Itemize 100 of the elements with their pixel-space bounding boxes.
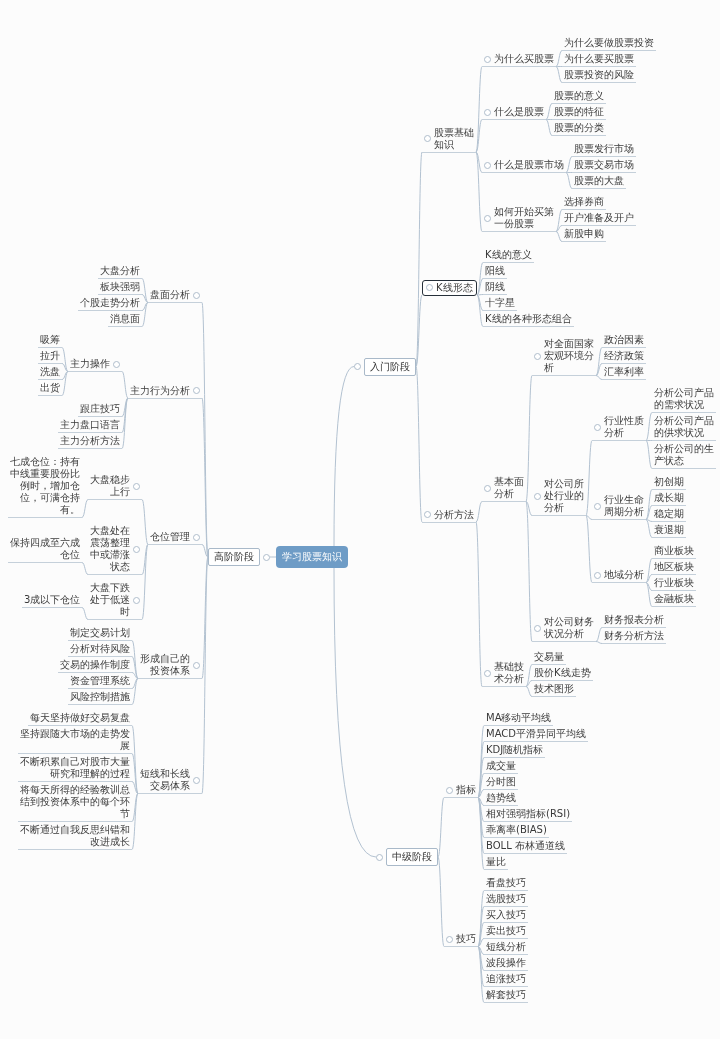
topic-label: 主力盘口语言 — [60, 419, 120, 431]
topic-label: 追涨技巧 — [486, 973, 526, 985]
connector-line — [131, 672, 139, 679]
connector-line — [475, 151, 483, 173]
connector-line — [645, 582, 653, 607]
topic-label: 仓位管理 — [150, 531, 190, 543]
topic-label: 分析对待风险 — [70, 643, 130, 655]
topic-label: 阴线 — [485, 281, 505, 293]
connector-line — [269, 556, 277, 558]
topic-label: K线形态 — [436, 281, 473, 294]
topic-label: 稳定期 — [654, 508, 684, 520]
topic-label: 消息面 — [110, 313, 140, 325]
topic-label: 大盘分析 — [100, 265, 140, 277]
connector-line — [141, 302, 149, 327]
connector-line — [645, 440, 653, 469]
topic-label: 大盘下跌处于低迷时 — [90, 582, 130, 618]
topic-label: 地域分析 — [604, 569, 644, 581]
topic-label: 股票投资的风险 — [564, 69, 634, 81]
connector-line — [477, 797, 485, 870]
topic-label: 七成仓位：持有中线重要股份比例时，增加仓位，可满仓持有。 — [10, 456, 80, 516]
connector-line — [645, 519, 653, 522]
connector-line — [525, 501, 533, 642]
topic-label: 个股走势分析 — [80, 297, 140, 309]
topic-label: 解套技巧 — [486, 989, 526, 1001]
connector-line — [525, 686, 533, 697]
topic-node — [88, 524, 142, 575]
connector-line — [415, 294, 423, 367]
connector-line — [477, 906, 485, 947]
topic-label: 股票的分类 — [554, 122, 604, 134]
topic-node — [444, 783, 478, 798]
topic-node — [532, 477, 586, 516]
topic-label: 地区板块 — [654, 561, 694, 573]
topic-label: 分析公司产品的需求状况 — [654, 387, 714, 411]
connector-line — [545, 103, 553, 120]
topic-node — [532, 337, 596, 376]
connector-line — [565, 172, 573, 189]
topic-label: 选股技巧 — [486, 893, 526, 905]
topic-label: 成交量 — [486, 760, 516, 772]
connector-line — [595, 641, 603, 644]
topic-label: 卖出技巧 — [486, 925, 526, 937]
topic-label: 股价K线走势 — [534, 667, 591, 679]
connector-line — [437, 797, 445, 858]
topic-label: 汇率利率 — [604, 366, 644, 378]
topic-label: 阳线 — [485, 265, 505, 277]
connector-line — [131, 725, 139, 794]
connector-line — [555, 209, 563, 232]
topic-label: 股票的大盘 — [574, 175, 624, 187]
connector-line — [475, 151, 483, 232]
topic-label: 经济政策 — [604, 350, 644, 362]
topic-label: 什么是股票 — [494, 106, 544, 118]
topic-label: 行业板块 — [654, 577, 694, 589]
topic-label: 为什么要买股票 — [564, 53, 634, 65]
connector-line — [555, 50, 563, 67]
topic-node — [148, 288, 202, 303]
connector-line — [476, 278, 484, 296]
topic-label: 财务报表分析 — [604, 614, 664, 626]
topic-label: 分析公司产品的供求状况 — [654, 415, 714, 439]
topic-label: 吸筹 — [40, 334, 60, 346]
connector-line — [333, 366, 355, 547]
topic-label: 形成自己的投资体系 — [140, 653, 190, 677]
topic-label: KDJ随机指标 — [486, 744, 544, 756]
connector-line — [131, 753, 139, 794]
topic-label: 板块强弱 — [100, 281, 140, 293]
connector-line — [61, 363, 69, 372]
connector-line — [585, 515, 593, 583]
topic-label: MACD平滑异同平均线 — [486, 728, 586, 740]
connector-line — [475, 501, 483, 523]
topic-label: 制定交易计划 — [70, 627, 130, 639]
connector-line — [131, 656, 139, 679]
connector-line — [476, 294, 484, 296]
topic-label: 交易量 — [534, 651, 564, 663]
connector-line — [645, 519, 653, 538]
topic-label: 主力操作 — [70, 358, 110, 370]
topic-label: 将每天所得的经验教训总结到投资体系中的每个环节 — [20, 784, 130, 820]
connector-line — [477, 797, 485, 822]
connector-line — [61, 347, 69, 372]
connector-line — [475, 66, 483, 153]
connector-line — [141, 302, 149, 311]
connector-line — [525, 501, 533, 516]
connector-line — [141, 278, 149, 303]
topic-node — [592, 493, 646, 520]
connector-line — [477, 797, 485, 838]
topic-label: 对公司所处行业的分析 — [544, 478, 584, 514]
topic-label: 技巧 — [456, 933, 476, 945]
connector-line — [595, 627, 603, 642]
connector-line — [595, 363, 603, 376]
topic-label: 保持四成至六成仓位 — [10, 537, 80, 561]
connector-line — [131, 793, 139, 822]
topic-label: 分析方法 — [434, 508, 474, 521]
connector-line — [585, 440, 593, 516]
topic-label: 跟庄技巧 — [80, 403, 120, 415]
topic-label: 拉升 — [40, 350, 60, 362]
topic-label: 量比 — [486, 856, 506, 868]
connector-line — [477, 757, 485, 798]
topic-label: 金融板块 — [654, 593, 694, 605]
connector-line — [477, 725, 485, 798]
topic-node — [482, 105, 546, 120]
topic-label: 乖离率(BIAS) — [486, 824, 547, 836]
topic-label: 选择券商 — [564, 196, 604, 208]
connector-line — [477, 922, 485, 947]
